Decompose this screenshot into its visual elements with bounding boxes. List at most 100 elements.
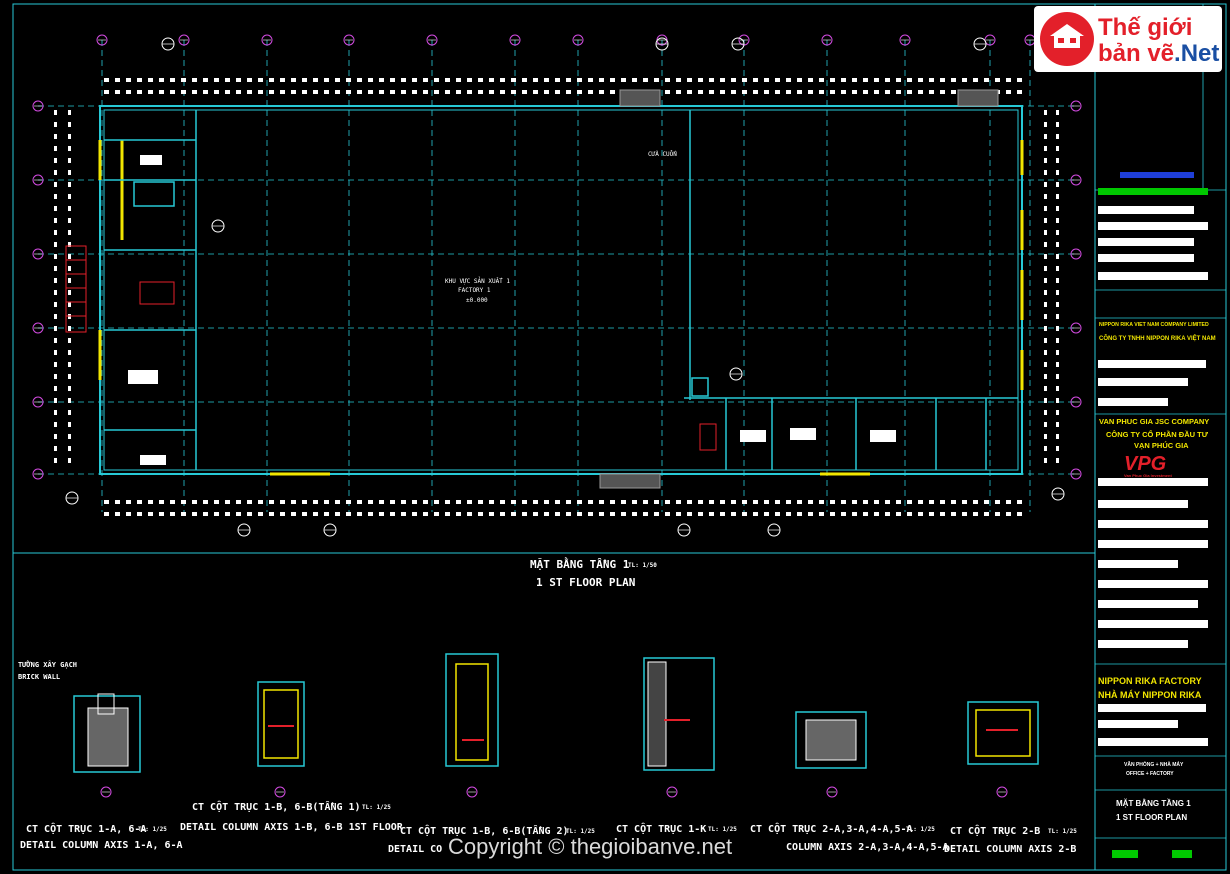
dimension-tick xyxy=(434,500,439,504)
dimension-tick xyxy=(698,500,703,504)
dimension-tick xyxy=(1044,170,1047,175)
dimension-tick xyxy=(54,134,57,139)
dimension-tick xyxy=(1056,158,1059,163)
dimension-tick xyxy=(984,512,989,516)
dimension-tick xyxy=(68,230,71,235)
dimension-tick xyxy=(54,422,57,427)
dimension-tick xyxy=(346,90,351,94)
dimension-tick xyxy=(665,500,670,504)
dimension-tick xyxy=(489,500,494,504)
project-type-en: OFFICE + FACTORY xyxy=(1126,771,1174,777)
dimension-tick xyxy=(412,78,417,82)
dimension-tick xyxy=(731,512,736,516)
dimension-tick xyxy=(610,500,615,504)
vpg-tagline: Van Phuc Gia Investment xyxy=(1124,473,1172,478)
dimension-tick xyxy=(742,500,747,504)
dimension-tick xyxy=(148,512,153,516)
dimension-tick xyxy=(973,78,978,82)
dimension-tick xyxy=(335,512,340,516)
detail3-scale: TL: 1/25 xyxy=(566,828,595,835)
dimension-tick xyxy=(808,512,813,516)
dimension-tick xyxy=(731,500,736,504)
dimension-tick xyxy=(720,78,725,82)
dimension-tick xyxy=(500,512,505,516)
dimension-tick xyxy=(68,158,71,163)
section-callout xyxy=(677,523,691,537)
section-callout xyxy=(767,523,781,537)
dimension-tick xyxy=(907,500,912,504)
designer-name-en: VAN PHUC GIA JSC COMPANY xyxy=(1099,417,1209,426)
dimension-tick xyxy=(54,314,57,319)
detail5-subtitle: COLUMN AXIS 2-A,3-A,4-A,5-A xyxy=(786,842,949,853)
dimension-tick xyxy=(54,290,57,295)
dimension-tick xyxy=(203,90,208,94)
dimension-tick xyxy=(445,90,450,94)
dimension-tick xyxy=(54,326,57,331)
dimension-tick xyxy=(599,78,604,82)
dimension-tick xyxy=(687,512,692,516)
axis-bubble xyxy=(32,322,44,334)
detail1-title: CT CỘT TRỤC 1-A, 6-A xyxy=(26,821,146,835)
dimension-tick xyxy=(390,90,395,94)
dimension-tick xyxy=(632,512,637,516)
dimension-tick xyxy=(456,90,461,94)
axis-bubble xyxy=(572,34,584,46)
dimension-tick xyxy=(269,90,274,94)
logo-text-line1: Thế giới xyxy=(1098,14,1193,41)
detail2-subtitle: DETAIL COLUMN AXIS 1-B, 6-B 1ST FLOOR xyxy=(180,822,404,833)
dimension-tick xyxy=(665,512,670,516)
dimension-tick xyxy=(54,434,57,439)
dimension-tick xyxy=(54,338,57,343)
copyright-watermark: Copyright © thegioibanve.net xyxy=(448,834,733,859)
dimension-tick xyxy=(852,90,857,94)
dimension-tick xyxy=(456,78,461,82)
dimension-tick xyxy=(54,158,57,163)
dimension-tick xyxy=(445,512,450,516)
project-name-vn: NHÀ MÁY NIPPON RIKA xyxy=(1098,690,1202,700)
dimension-tick xyxy=(346,500,351,504)
dimension-tick xyxy=(1056,218,1059,223)
dimension-tick xyxy=(115,78,120,82)
dimension-tick xyxy=(1056,266,1059,271)
detail2-title: CT CỘT TRỤC 1-B, 6-B(TẦNG 1) xyxy=(192,799,361,813)
sheet-title-vn: MẶT BẰNG TẦNG 1 xyxy=(1116,798,1191,808)
dimension-tick xyxy=(68,410,71,415)
dimension-tick xyxy=(742,512,747,516)
dimension-tick xyxy=(1056,410,1059,415)
dimension-tick xyxy=(1056,194,1059,199)
dimension-tick xyxy=(269,500,274,504)
dimension-tick xyxy=(995,512,1000,516)
dimension-tick xyxy=(192,512,197,516)
sheet-title-en: 1 ST FLOOR PLAN xyxy=(1116,813,1187,822)
dimension-tick xyxy=(236,500,241,504)
dimension-tick xyxy=(148,90,153,94)
house-icon xyxy=(1050,24,1084,48)
detail5-title: CT CỘT TRỤC 2-A,3-A,4-A,5-A xyxy=(750,821,913,835)
dimension-tick xyxy=(1044,458,1047,463)
dimension-tick xyxy=(731,78,736,82)
dimension-tick xyxy=(1044,362,1047,367)
dimension-tick xyxy=(126,90,131,94)
dimension-tick xyxy=(786,90,791,94)
site-logo[interactable]: Thế giới bản vẽ.Net xyxy=(1034,6,1222,72)
axis-bubble xyxy=(32,174,44,186)
dimension-tick xyxy=(896,512,901,516)
dimension-tick xyxy=(54,242,57,247)
section-callouts xyxy=(65,37,1065,537)
dimension-tick xyxy=(335,78,340,82)
dimension-tick xyxy=(126,78,131,82)
dimension-tick xyxy=(258,512,263,516)
dimension-tick xyxy=(357,78,362,82)
dimension-rows xyxy=(54,78,1059,516)
dimension-tick xyxy=(1044,110,1047,115)
dimension-tick xyxy=(258,500,263,504)
dimension-tick xyxy=(412,90,417,94)
dimension-tick xyxy=(533,78,538,82)
dimension-tick xyxy=(940,78,945,82)
dimension-tick xyxy=(104,512,109,516)
dimension-tick xyxy=(555,500,560,504)
axis-bubble xyxy=(32,248,44,260)
dimension-tick xyxy=(511,78,516,82)
dimension-tick xyxy=(599,500,604,504)
dimension-tick xyxy=(786,512,791,516)
